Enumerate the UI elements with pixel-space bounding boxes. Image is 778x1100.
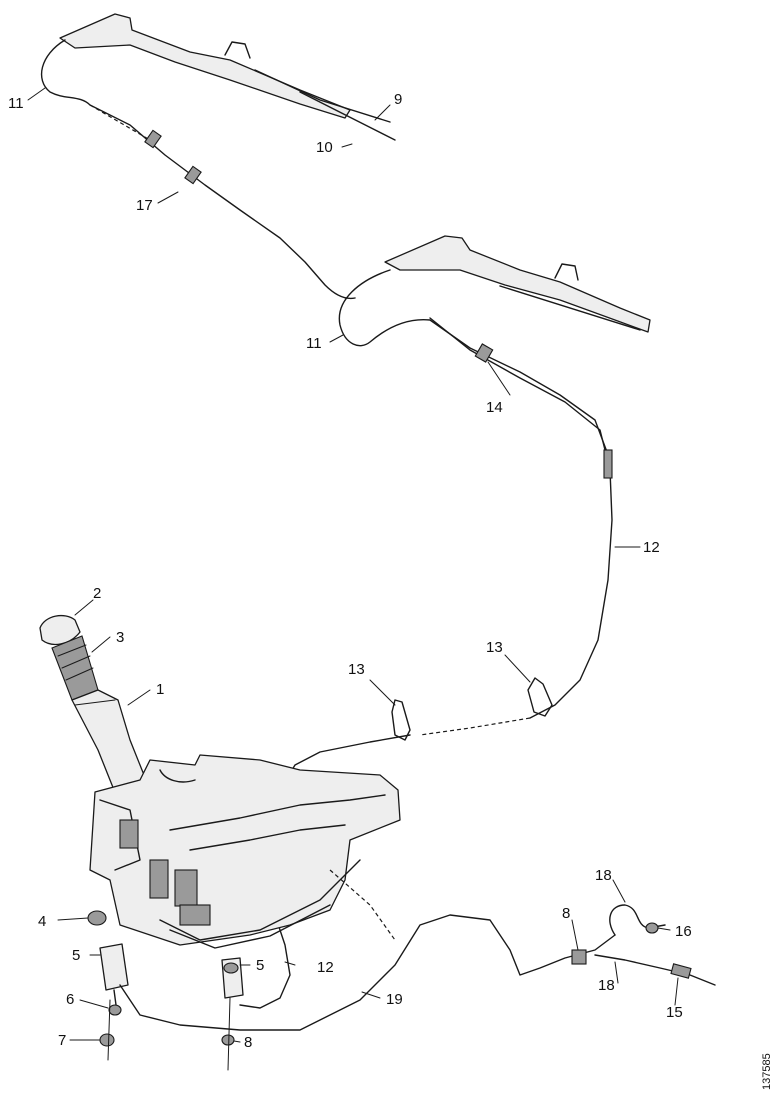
pump-5-left <box>99 943 129 1006</box>
callout-12-right: 12 <box>643 539 660 556</box>
callout-9: 9 <box>394 91 402 108</box>
filler-cap <box>39 614 99 701</box>
callout-8-bottom: 8 <box>244 1034 252 1051</box>
upper-wiper-arm <box>59 13 396 141</box>
seal-8-bottom <box>221 1034 235 1046</box>
callout-19: 19 <box>386 991 403 1008</box>
callout-4: 4 <box>38 913 46 930</box>
callout-14: 14 <box>486 399 503 416</box>
callout-2: 2 <box>93 585 101 602</box>
hose-14 <box>429 317 613 719</box>
callout-8-right: 8 <box>562 905 570 922</box>
callout-labels: 11 9 10 17 11 14 12 2 3 13 13 1 18 4 8 1… <box>8 91 692 1051</box>
connector-14 <box>474 343 494 363</box>
hose-19-dashed <box>329 869 396 941</box>
callout-17: 17 <box>136 197 153 214</box>
callout-11-middle: 11 <box>306 335 322 352</box>
callout-13-left: 13 <box>348 661 365 678</box>
connector-12 <box>603 449 613 479</box>
seal-6 <box>108 1004 122 1016</box>
nozzle-15 <box>594 954 716 986</box>
callout-1: 1 <box>156 681 164 698</box>
lower-wiper-arm <box>384 235 651 333</box>
clip-13-left <box>391 699 411 741</box>
washer-reservoir <box>89 754 401 949</box>
hose-12-to-clip <box>419 717 531 736</box>
callout-5-right: 5 <box>256 957 264 974</box>
callout-7: 7 <box>58 1032 66 1049</box>
callout-3: 3 <box>116 629 124 646</box>
callout-11-top: 11 <box>8 95 24 112</box>
callout-16: 16 <box>675 923 692 940</box>
pump-5-right <box>221 957 244 999</box>
hose-11-middle <box>338 269 611 461</box>
grommet-4 <box>87 910 107 926</box>
connector-17 <box>144 129 202 185</box>
callout-13-right: 13 <box>486 639 503 656</box>
callout-18-bottom: 18 <box>598 977 615 994</box>
seal-7 <box>99 1033 115 1047</box>
hose-11-top-dashed <box>89 104 151 141</box>
pump-5-right-stem <box>227 997 231 1071</box>
hose-19 <box>119 914 616 1031</box>
nozzle-16 <box>609 904 666 936</box>
leader-lines <box>27 87 679 1043</box>
callout-15: 15 <box>666 1004 683 1021</box>
figure-reference: 137585 <box>761 1053 773 1090</box>
callout-18-top: 18 <box>595 867 612 884</box>
clip-13-right <box>527 677 553 717</box>
callout-6: 6 <box>66 991 74 1008</box>
pump-5-left-stem <box>107 999 111 1061</box>
callout-10: 10 <box>316 139 333 156</box>
callout-12-bottom: 12 <box>317 959 334 976</box>
connector-8-right <box>571 949 587 965</box>
callout-5-left: 5 <box>72 947 80 964</box>
hose-11-top <box>40 39 356 300</box>
